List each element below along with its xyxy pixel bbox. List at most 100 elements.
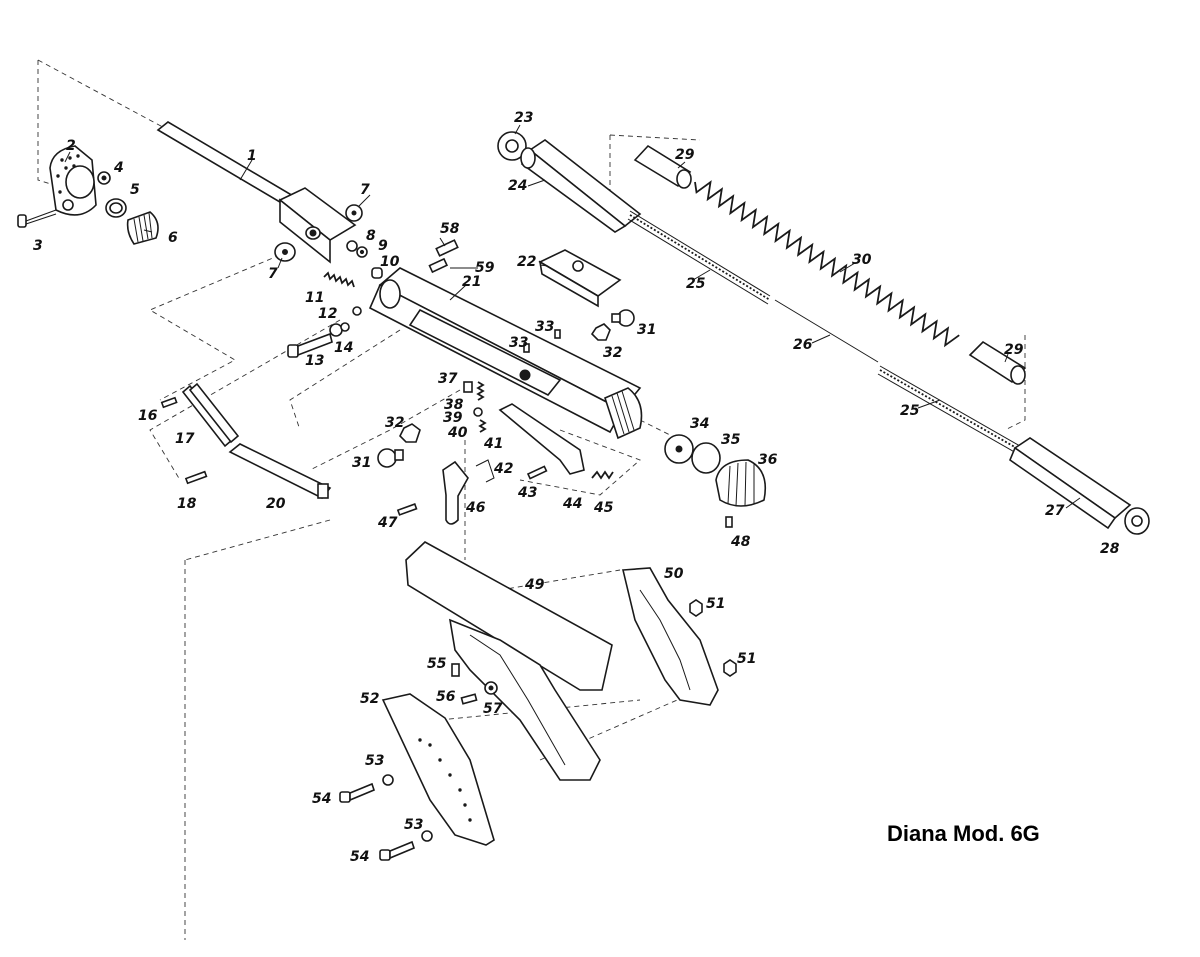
part-20-lever [228, 443, 332, 500]
label-42: 42 [493, 461, 513, 477]
part-58-59-pins [428, 239, 459, 274]
part-37-41-small-parts [463, 381, 487, 433]
model-title: Diana Mod. 6G [887, 821, 1040, 846]
part-30-main-spring [694, 180, 960, 348]
part-44-sear [498, 403, 585, 475]
part-22-rear-sight [538, 249, 622, 308]
part-54-screws [339, 782, 415, 861]
label-7b: 7 [268, 266, 278, 282]
label-25a: 25 [686, 276, 706, 292]
label-39: 39 [443, 410, 463, 426]
label-56: 56 [436, 689, 456, 705]
part-21-receiver [368, 267, 643, 440]
part-53-washers [382, 774, 433, 842]
label-12: 12 [318, 306, 337, 322]
part-34-35-washers [664, 434, 721, 474]
part-7-washers [274, 204, 363, 262]
part-18-pin [184, 470, 208, 485]
label-7a: 7 [360, 182, 370, 198]
label-31b: 31 [352, 455, 371, 471]
label-55: 55 [427, 656, 447, 672]
label-46: 46 [465, 500, 486, 516]
part-47-pin [396, 503, 418, 516]
label-35: 35 [721, 432, 741, 448]
label-1: 1 [247, 148, 257, 164]
part-6-knurled-nut [126, 211, 159, 245]
part-11-spring [323, 271, 355, 288]
part-28-cap [1124, 507, 1150, 535]
label-58: 58 [440, 221, 460, 237]
label-5: 5 [130, 182, 140, 198]
label-52: 52 [360, 691, 379, 707]
label-32a: 32 [603, 345, 622, 361]
part-33-pins [523, 329, 561, 353]
label-45: 45 [593, 500, 614, 516]
label-44: 44 [562, 496, 582, 512]
label-31a: 31 [637, 322, 656, 338]
part-24-piston [520, 139, 642, 233]
part-2-front-sight-block [49, 145, 97, 216]
label-21: 21 [462, 274, 481, 290]
label-41: 41 [483, 436, 503, 452]
label-13: 13 [305, 353, 324, 369]
part-26-rod [774, 299, 879, 363]
part-16-pin [160, 396, 178, 409]
label-29b: 29 [1004, 342, 1024, 358]
label-8: 8 [366, 228, 376, 244]
part-36-knurled-cap [715, 459, 767, 507]
part-12-ball [352, 306, 362, 316]
label-17: 17 [175, 431, 195, 447]
part-17-link [181, 382, 240, 448]
label-57: 57 [483, 701, 503, 717]
label-24: 24 [508, 178, 527, 194]
label-25b: 25 [900, 403, 920, 419]
part-46-trigger [442, 460, 469, 525]
part-55-57-screws [451, 663, 498, 705]
label-4: 4 [113, 160, 124, 176]
label-22: 22 [517, 254, 536, 270]
label-16: 16 [138, 408, 158, 424]
label-51b: 51 [737, 651, 756, 667]
label-14: 14 [334, 340, 353, 356]
part-45-spring [591, 470, 614, 480]
callout-leaders [64, 124, 1081, 509]
part-3-screw [17, 209, 57, 228]
label-18: 18 [177, 496, 197, 512]
label-37: 37 [438, 371, 458, 387]
part-14-nut [329, 322, 350, 337]
part-25-spring-guide-lower [877, 365, 1021, 455]
label-43: 43 [517, 485, 537, 501]
part-51-nuts [689, 599, 737, 677]
part-13-bolt [287, 332, 333, 358]
part-8-9-washers [346, 240, 368, 258]
label-51a: 51 [706, 596, 725, 612]
label-33a: 33 [535, 319, 554, 335]
label-54b: 54 [350, 849, 369, 865]
label-47: 47 [377, 515, 398, 531]
label-48: 48 [730, 534, 751, 550]
label-6: 6 [168, 230, 178, 246]
label-27: 27 [1045, 503, 1065, 519]
part-29-tubes [633, 144, 1027, 385]
label-32b: 32 [385, 415, 404, 431]
label-9: 9 [378, 238, 388, 254]
label-53b: 53 [404, 817, 423, 833]
label-20: 20 [266, 496, 286, 512]
part-25-spring-guide-upper [627, 210, 771, 305]
label-38: 38 [444, 397, 464, 413]
label-3: 3 [33, 238, 43, 254]
label-26: 26 [793, 337, 813, 353]
part-32-nuts [399, 323, 611, 443]
label-53a: 53 [365, 753, 384, 769]
label-2: 2 [66, 138, 76, 154]
label-10: 10 [380, 254, 400, 270]
label-36: 36 [758, 452, 778, 468]
label-50: 50 [664, 566, 684, 582]
label-28: 28 [1100, 541, 1120, 557]
label-59: 59 [475, 260, 495, 276]
label-40: 40 [447, 425, 468, 441]
part-number-labels: 1 2 3 4 5 6 7 7 8 9 10 11 12 13 14 16 17… [33, 110, 1120, 865]
part-1-barrel [156, 121, 357, 264]
label-49: 49 [524, 577, 545, 593]
